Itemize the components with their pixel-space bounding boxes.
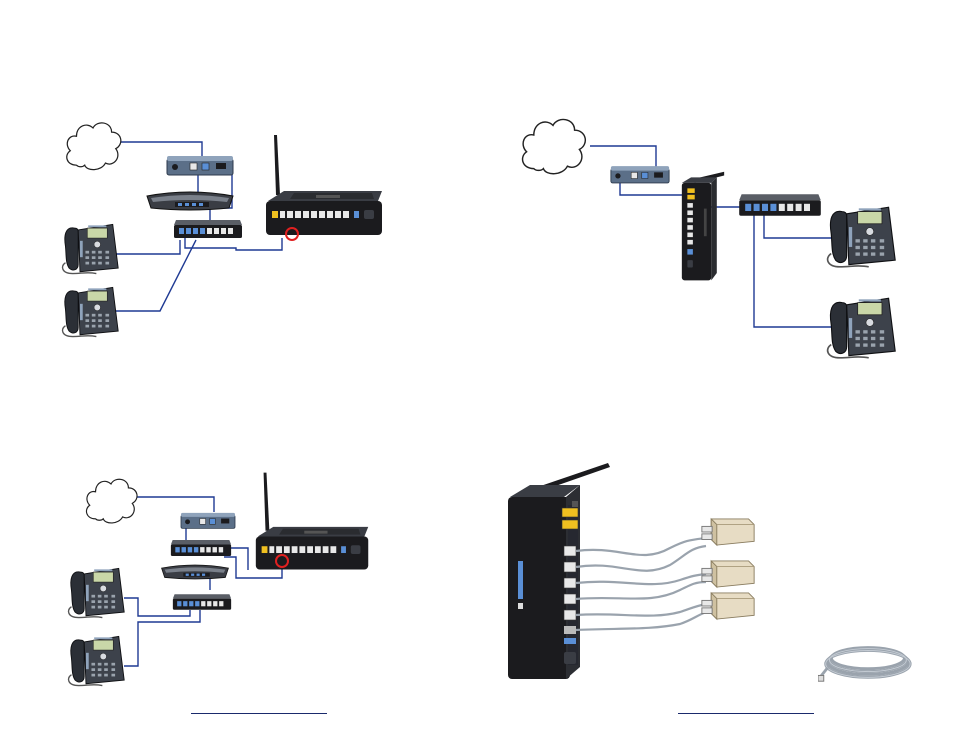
diagram-wired-with-router-and-switches bbox=[62, 123, 382, 337]
phone-splitter-icon bbox=[702, 519, 754, 545]
router-icon bbox=[256, 473, 368, 570]
phone-cords bbox=[576, 538, 706, 630]
cloud-icon bbox=[86, 479, 137, 523]
phone-splitter-icon bbox=[702, 561, 754, 587]
diagram-vertical-gateway-with-switch bbox=[523, 119, 896, 357]
usb-port bbox=[564, 638, 576, 644]
router-icon bbox=[266, 135, 382, 235]
switch-icon bbox=[174, 220, 242, 238]
router-icon bbox=[162, 565, 229, 579]
ip-phone-icon bbox=[68, 636, 124, 685]
wan-port bbox=[562, 520, 578, 529]
voip-gateway-icon bbox=[508, 463, 610, 679]
switch-icon bbox=[173, 594, 231, 609]
ip-phone-icon bbox=[62, 287, 118, 336]
cloud-icon bbox=[523, 119, 586, 173]
bottom-rule-right bbox=[678, 713, 814, 714]
phone-cord-icon bbox=[818, 648, 910, 682]
phone-splitter-icon bbox=[702, 593, 754, 619]
modem-icon bbox=[611, 166, 669, 183]
ip-phone-icon bbox=[62, 224, 118, 273]
ip-phone-icon bbox=[828, 298, 896, 358]
modem-icon bbox=[181, 513, 235, 529]
bottom-rule-left bbox=[191, 713, 327, 714]
modem-icon bbox=[167, 156, 233, 175]
diagram-router-with-two-switches bbox=[68, 473, 368, 686]
wan-port bbox=[562, 508, 578, 517]
ip-phone-icon bbox=[828, 207, 896, 267]
power-port bbox=[564, 652, 576, 664]
ip-phone-icon bbox=[68, 568, 124, 617]
switch-icon bbox=[739, 194, 821, 216]
lan-port bbox=[564, 626, 576, 634]
router-icon bbox=[147, 192, 233, 210]
switch-icon bbox=[171, 540, 231, 556]
diagram-gateway-with-phone-splitters bbox=[508, 463, 910, 681]
cloud-icon bbox=[67, 123, 121, 170]
voip-gateway-icon bbox=[682, 172, 724, 281]
